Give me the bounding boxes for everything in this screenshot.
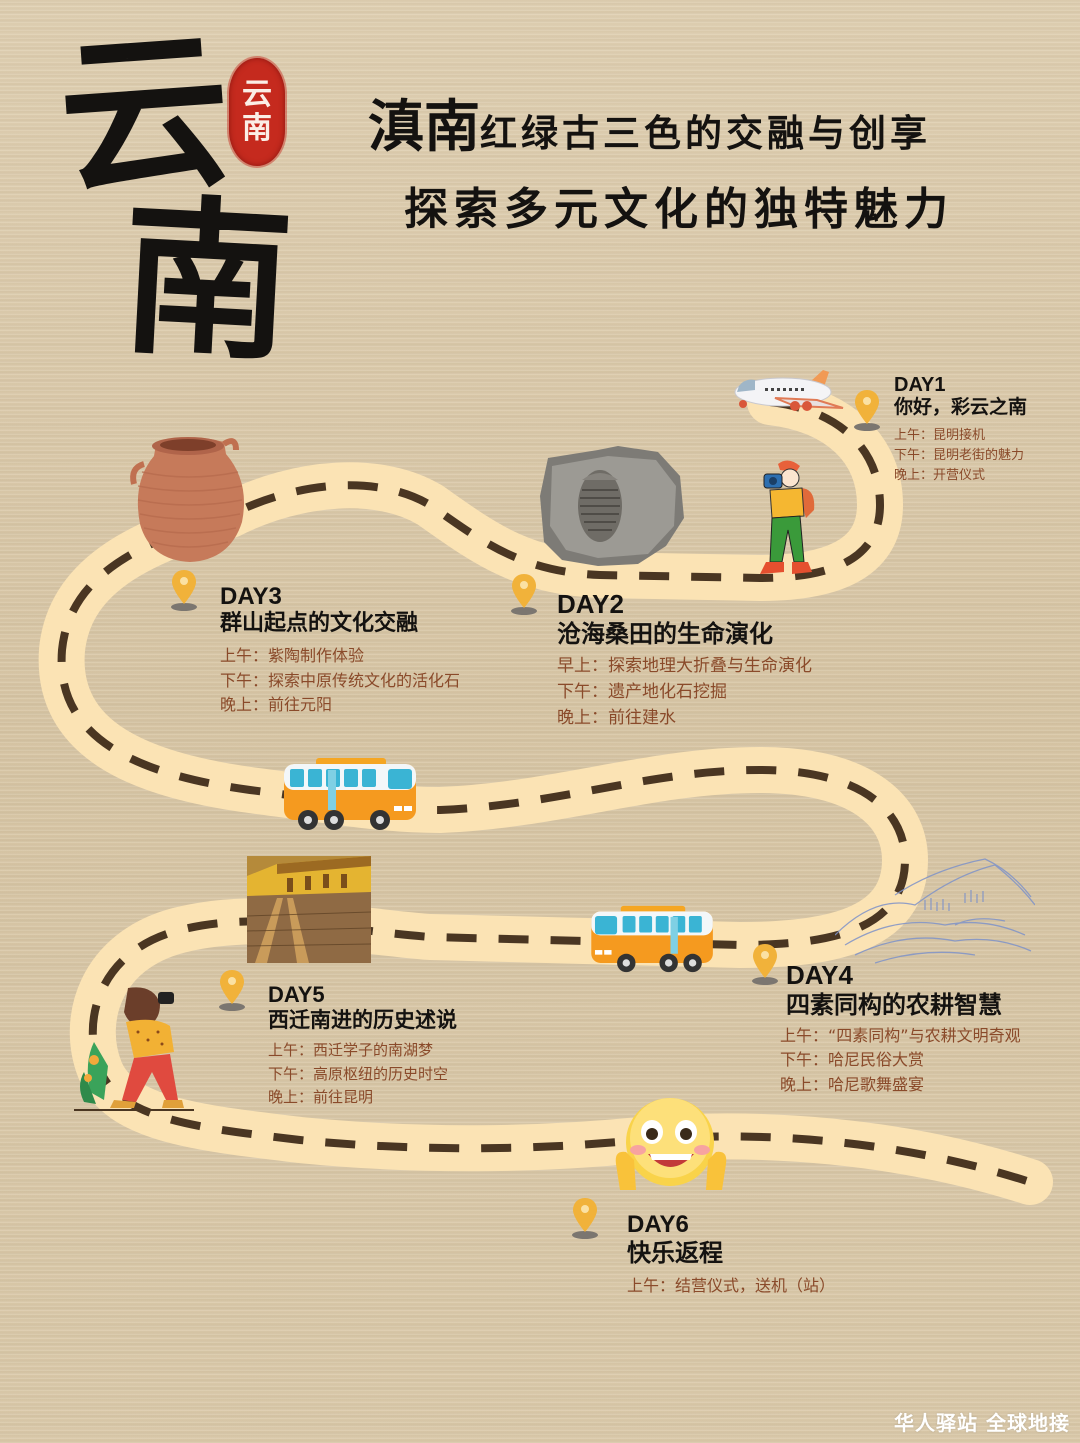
day-label: DAY4 (786, 960, 853, 990)
day-item: 下午：探索中原传统文化的活化石 (220, 670, 461, 690)
day-item: 上午：紫陶制作体验 (220, 645, 365, 665)
day-item: 下午：遗产地化石挖掘 (557, 681, 727, 702)
bus-icon (284, 758, 416, 830)
headline-line2: 探索多元文化的独特魅力 (404, 184, 954, 235)
bus-icon (591, 905, 713, 973)
day-item: 上午：昆明接机 (894, 427, 986, 443)
airplane-icon (734, 370, 844, 411)
day4-block: DAY4 四素同构的农耕智慧 上午：“四素同构”与农耕文明奇观 下午：哈尼民俗大… (780, 960, 1021, 1098)
clay-pot-image (130, 437, 244, 562)
day-title: 群山起点的文化交融 (220, 611, 419, 637)
title-char-nan: 南 (116, 176, 298, 386)
day-title: 快乐返程 (627, 1239, 723, 1268)
location-pin-icon (171, 570, 197, 611)
terraced-fields-sketch (835, 858, 1035, 964)
day1-block: DAY1 你好，彩云之南 上午：昆明接机 下午：昆明老街的魅力 晚上：开营仪式 (894, 374, 1027, 486)
location-pin-icon (572, 1198, 598, 1239)
day-label: DAY2 (557, 589, 624, 619)
day-label: DAY1 (894, 374, 946, 396)
day-item: 下午：昆明老街的魅力 (894, 447, 1025, 463)
day-item: 晚上：前往元阳 (220, 695, 333, 715)
day-title: 你好，彩云之南 (894, 396, 1028, 418)
headline-lead: 滇南 (368, 94, 480, 160)
day6-block: DAY6 快乐返程 上午：结营仪式，送机（站） (627, 1211, 836, 1299)
day-label: DAY6 (627, 1211, 689, 1238)
traveler-with-camera-icon (760, 460, 815, 574)
location-pin-icon (511, 574, 537, 615)
day-label: DAY5 (268, 982, 325, 1007)
day-title: 西迁南进的历史述说 (268, 1008, 457, 1033)
thumbs-up-emoji-icon (615, 1098, 727, 1190)
day2-block: DAY2 沧海桑田的生命演化 早上：探索地理大折叠与生命演化 下午：遗产地化石挖… (557, 590, 812, 732)
day-label: DAY3 (220, 583, 282, 610)
day-item: 晚上：前往昆明 (268, 1087, 374, 1106)
railway-station-photo (247, 856, 371, 963)
location-pin-icon (854, 390, 880, 431)
seal-char-2: 南 (242, 111, 272, 146)
photographer-woman-icon (74, 987, 194, 1111)
red-seal-stamp: 云 南 (229, 58, 285, 166)
day-item: 晚上：前往建水 (557, 708, 676, 729)
day-item: 下午：高原枢纽的历史时空 (268, 1064, 449, 1083)
day3-block: DAY3 群山起点的文化交融 上午：紫陶制作体验 下午：探索中原传统文化的活化石… (220, 583, 461, 718)
headline: 滇南红绿古三色的交融与创享 探索多元文化的独特魅力 (368, 82, 954, 237)
day5-block: DAY5 西迁南进的历史述说 上午：西迁学子的南湖梦 下午：高原枢纽的历史时空 … (268, 982, 457, 1109)
day-item: 晚上：开营仪式 (894, 468, 986, 484)
day-item: 晚上：哈尼歌舞盛宴 (780, 1075, 925, 1095)
day-title: 四素同构的农耕智慧 (786, 990, 1002, 1019)
day-item: 上午：西迁学子的南湖梦 (268, 1041, 434, 1060)
trilobite-fossil-image (540, 446, 684, 566)
headline-line1-rest: 红绿古三色的交融与创享 (480, 111, 931, 155)
day-item: 下午：哈尼民俗大赏 (780, 1050, 925, 1070)
day-item: 上午：“四素同构”与农耕文明奇观 (780, 1025, 1021, 1045)
seal-char-1: 云 (242, 77, 272, 113)
day-item: 早上：探索地理大折叠与生命演化 (557, 655, 812, 676)
day-item: 上午：结营仪式，送机（站） (627, 1276, 836, 1296)
watermark: 华人驿站 全球地接 (894, 1411, 1070, 1435)
location-pin-icon (219, 970, 245, 1011)
location-pin-icon (752, 944, 778, 985)
day-title: 沧海桑田的生命演化 (557, 619, 773, 648)
headline-line1: 滇南红绿古三色的交融与创享 (368, 82, 954, 163)
